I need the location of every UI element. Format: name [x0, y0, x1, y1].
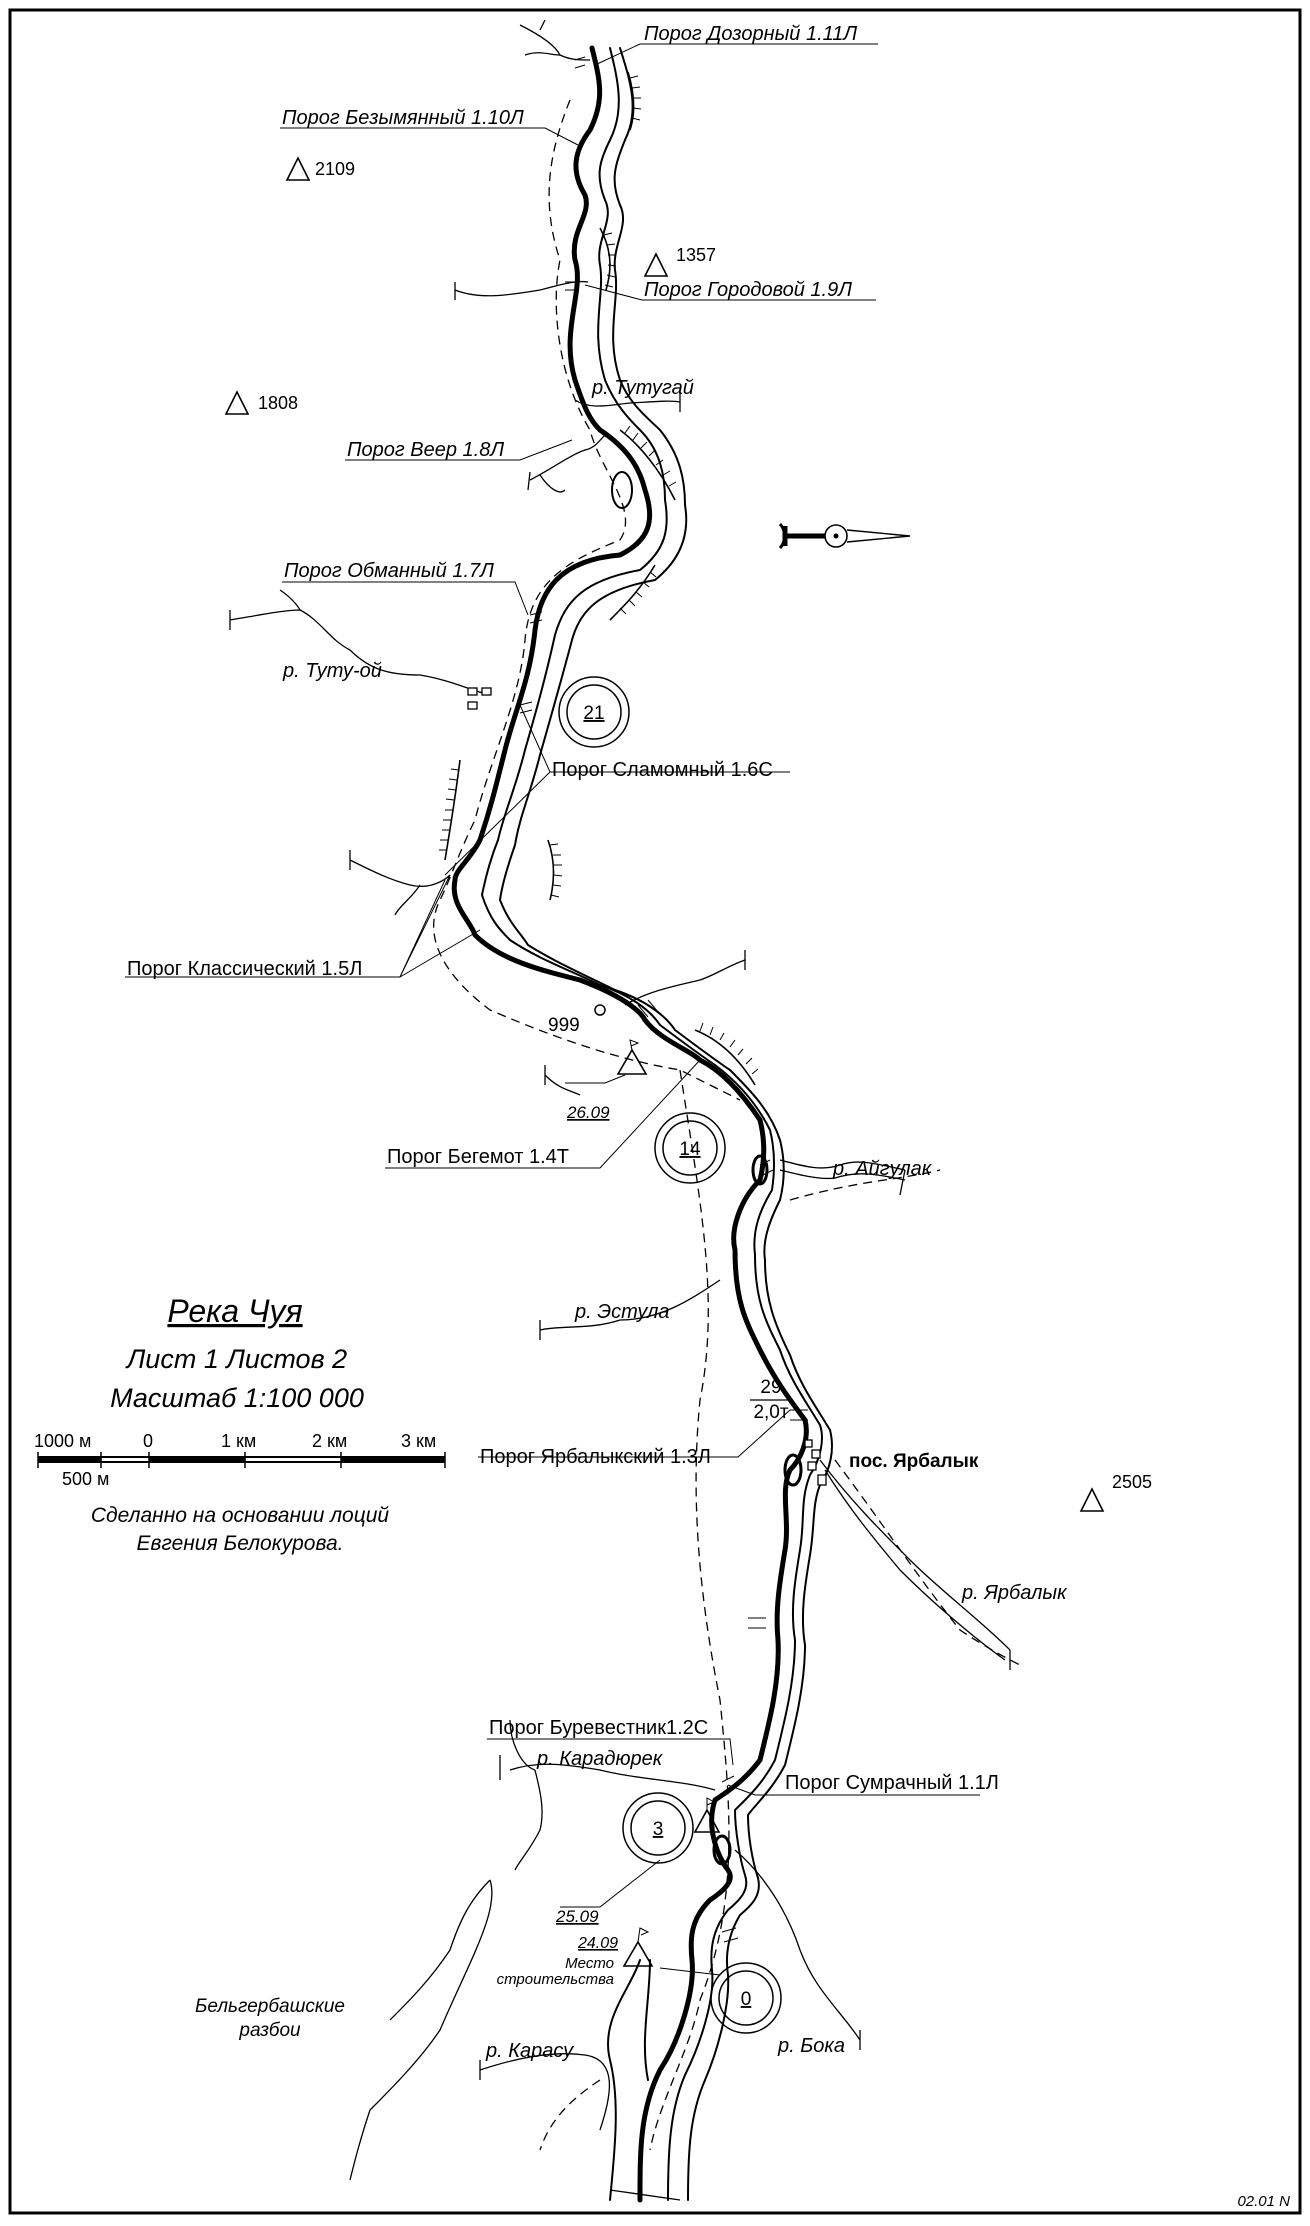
camp-triangle-2409 [622, 1940, 654, 1967]
river-label-aigulak: р. Айгулак [832, 1158, 933, 1180]
peak-label-1357: 1357 [676, 245, 716, 265]
rapid-label-1-7: Порог Обманный 1.7Л [284, 560, 494, 582]
legend: Река Чуя Лист 1 Листов 2 Масштаб 1:100 0… [34, 1293, 446, 1555]
source-note-line1: Сделанно на основании лоций [91, 1504, 390, 1527]
peak-triangle-2109 [285, 156, 311, 181]
bridges [519, 56, 808, 1943]
km-marker-14: 14 [679, 1139, 701, 1160]
river-chuya [451, 45, 833, 2203]
bridge-number: 29 [760, 1377, 781, 1398]
source-note-line2: Евгения Белокурова. [136, 1532, 343, 1555]
bridge-load: 2,0т [753, 1402, 788, 1423]
tributaries [229, 19, 1011, 2201]
construction-site-line2: строительства [497, 1971, 614, 1988]
peak-triangle-2505 [1079, 1487, 1105, 1512]
rapid-labels: Порог Дозорный 1.11Л Порог Безымянный 1.… [127, 23, 999, 1794]
map-frame [8, 8, 1302, 2215]
km-marker-0: 0 [741, 1989, 752, 2010]
road-network [433, 99, 1021, 2151]
scale-bar: 1000 м 0 1 км 2 км 3 км 500 м [34, 1431, 446, 1489]
rapid-label-1-3: Порог Ярбалыкский 1.3Л [480, 1446, 711, 1468]
peak-label-2109: 2109 [315, 159, 355, 179]
misc-marks: 999 29 2,0т [548, 1004, 793, 1423]
rapid-label-1-9: Порог Городовой 1.9Л [644, 279, 852, 301]
north-arrow-icon [778, 522, 911, 550]
river-label-tutuoi: р. Туту-ой [282, 660, 382, 682]
km-marker-3-outer [622, 1792, 694, 1864]
scale-tick-500m: 500 м [62, 1469, 109, 1489]
cliffs [439, 71, 759, 1086]
footer-code: 02.01 N [1237, 2193, 1290, 2210]
rapid-label-1-11: Порог Дозорный 1.11Л [644, 23, 857, 45]
belgerbash-line2: разбои [238, 2020, 301, 2041]
camp-triangle-2609 [616, 1048, 648, 1075]
km-marker-14-outer [654, 1112, 726, 1184]
km-marker-0-outer [710, 1962, 782, 2034]
km-markers: 21 14 3 0 [558, 676, 782, 2034]
rapid-label-1-4: Порог Бегемот 1.4Т [387, 1146, 569, 1168]
peaks: 2109 1357 1808 2505 [224, 156, 1152, 1512]
map-title: Река Чуя [167, 1293, 302, 1329]
peak-triangle-1357 [643, 252, 669, 277]
sheet-info: Лист 1 Листов 2 [125, 1344, 347, 1374]
village-label: пос. Ярбалык [849, 1451, 979, 1472]
scale-tick-1000m: 1000 м [34, 1431, 91, 1451]
date-2509: 25.09 [555, 1907, 599, 1926]
river-label-karasu: р. Карасу [485, 2040, 574, 2062]
rapid-label-1-6: Порог Сламомный 1.6С [552, 759, 773, 781]
peak-triangle-1808 [224, 390, 250, 415]
camp-triangle-2509 [693, 1808, 721, 1833]
scale-tick-0: 0 [143, 1431, 153, 1451]
km-marker-21: 21 [583, 703, 604, 724]
rapid-leaders [125, 43, 980, 1796]
river-label-boka: р. Бока [777, 2035, 845, 2057]
rapid-label-1-5: Порог Классический 1.5Л [127, 958, 362, 980]
rapid-label-1-1: Порог Сумрачный 1.1Л [785, 1772, 999, 1794]
river-label-estula: р. Эстула [574, 1301, 670, 1323]
rapid-label-1-8: Порог Веер 1.8Л [347, 439, 504, 461]
km-marker-3: 3 [653, 1819, 664, 1840]
camps: 26.09 25.09 24.09 Место строительства [497, 1039, 721, 1988]
scale-tick-2km: 2 км [312, 1431, 347, 1451]
belgerbash-line1: Бельгербашские [195, 1996, 345, 2017]
km-marker-21-outer [558, 676, 630, 748]
peak-label-1808: 1808 [258, 393, 298, 413]
height-999: 999 [548, 1015, 580, 1036]
rapid-label-1-2: Порог Буревестник1.2С [489, 1717, 708, 1739]
river-label-karadyurek: р. Карадюрек [536, 1748, 664, 1770]
rapid-label-1-10: Порог Безымянный 1.10Л [282, 107, 524, 129]
construction-site-line1: Место [565, 1955, 614, 1972]
river-label-yarbalyk: р. Ярбалык [961, 1582, 1068, 1604]
tributary-labels: р. Тутугай р. Туту-ой р. Айгулак р. Эсту… [282, 377, 1068, 2062]
date-2409: 24.09 [577, 1935, 618, 1952]
date-2609: 26.09 [566, 1103, 610, 1122]
scale-tick-3km: 3 км [401, 1431, 436, 1451]
map-scale: Масштаб 1:100 000 [110, 1383, 364, 1413]
river-label-tutugai: р. Тутугай [591, 377, 694, 399]
peak-label-2505: 2505 [1112, 1472, 1152, 1492]
scale-tick-1km: 1 км [221, 1431, 256, 1451]
buildings [467, 687, 827, 1486]
